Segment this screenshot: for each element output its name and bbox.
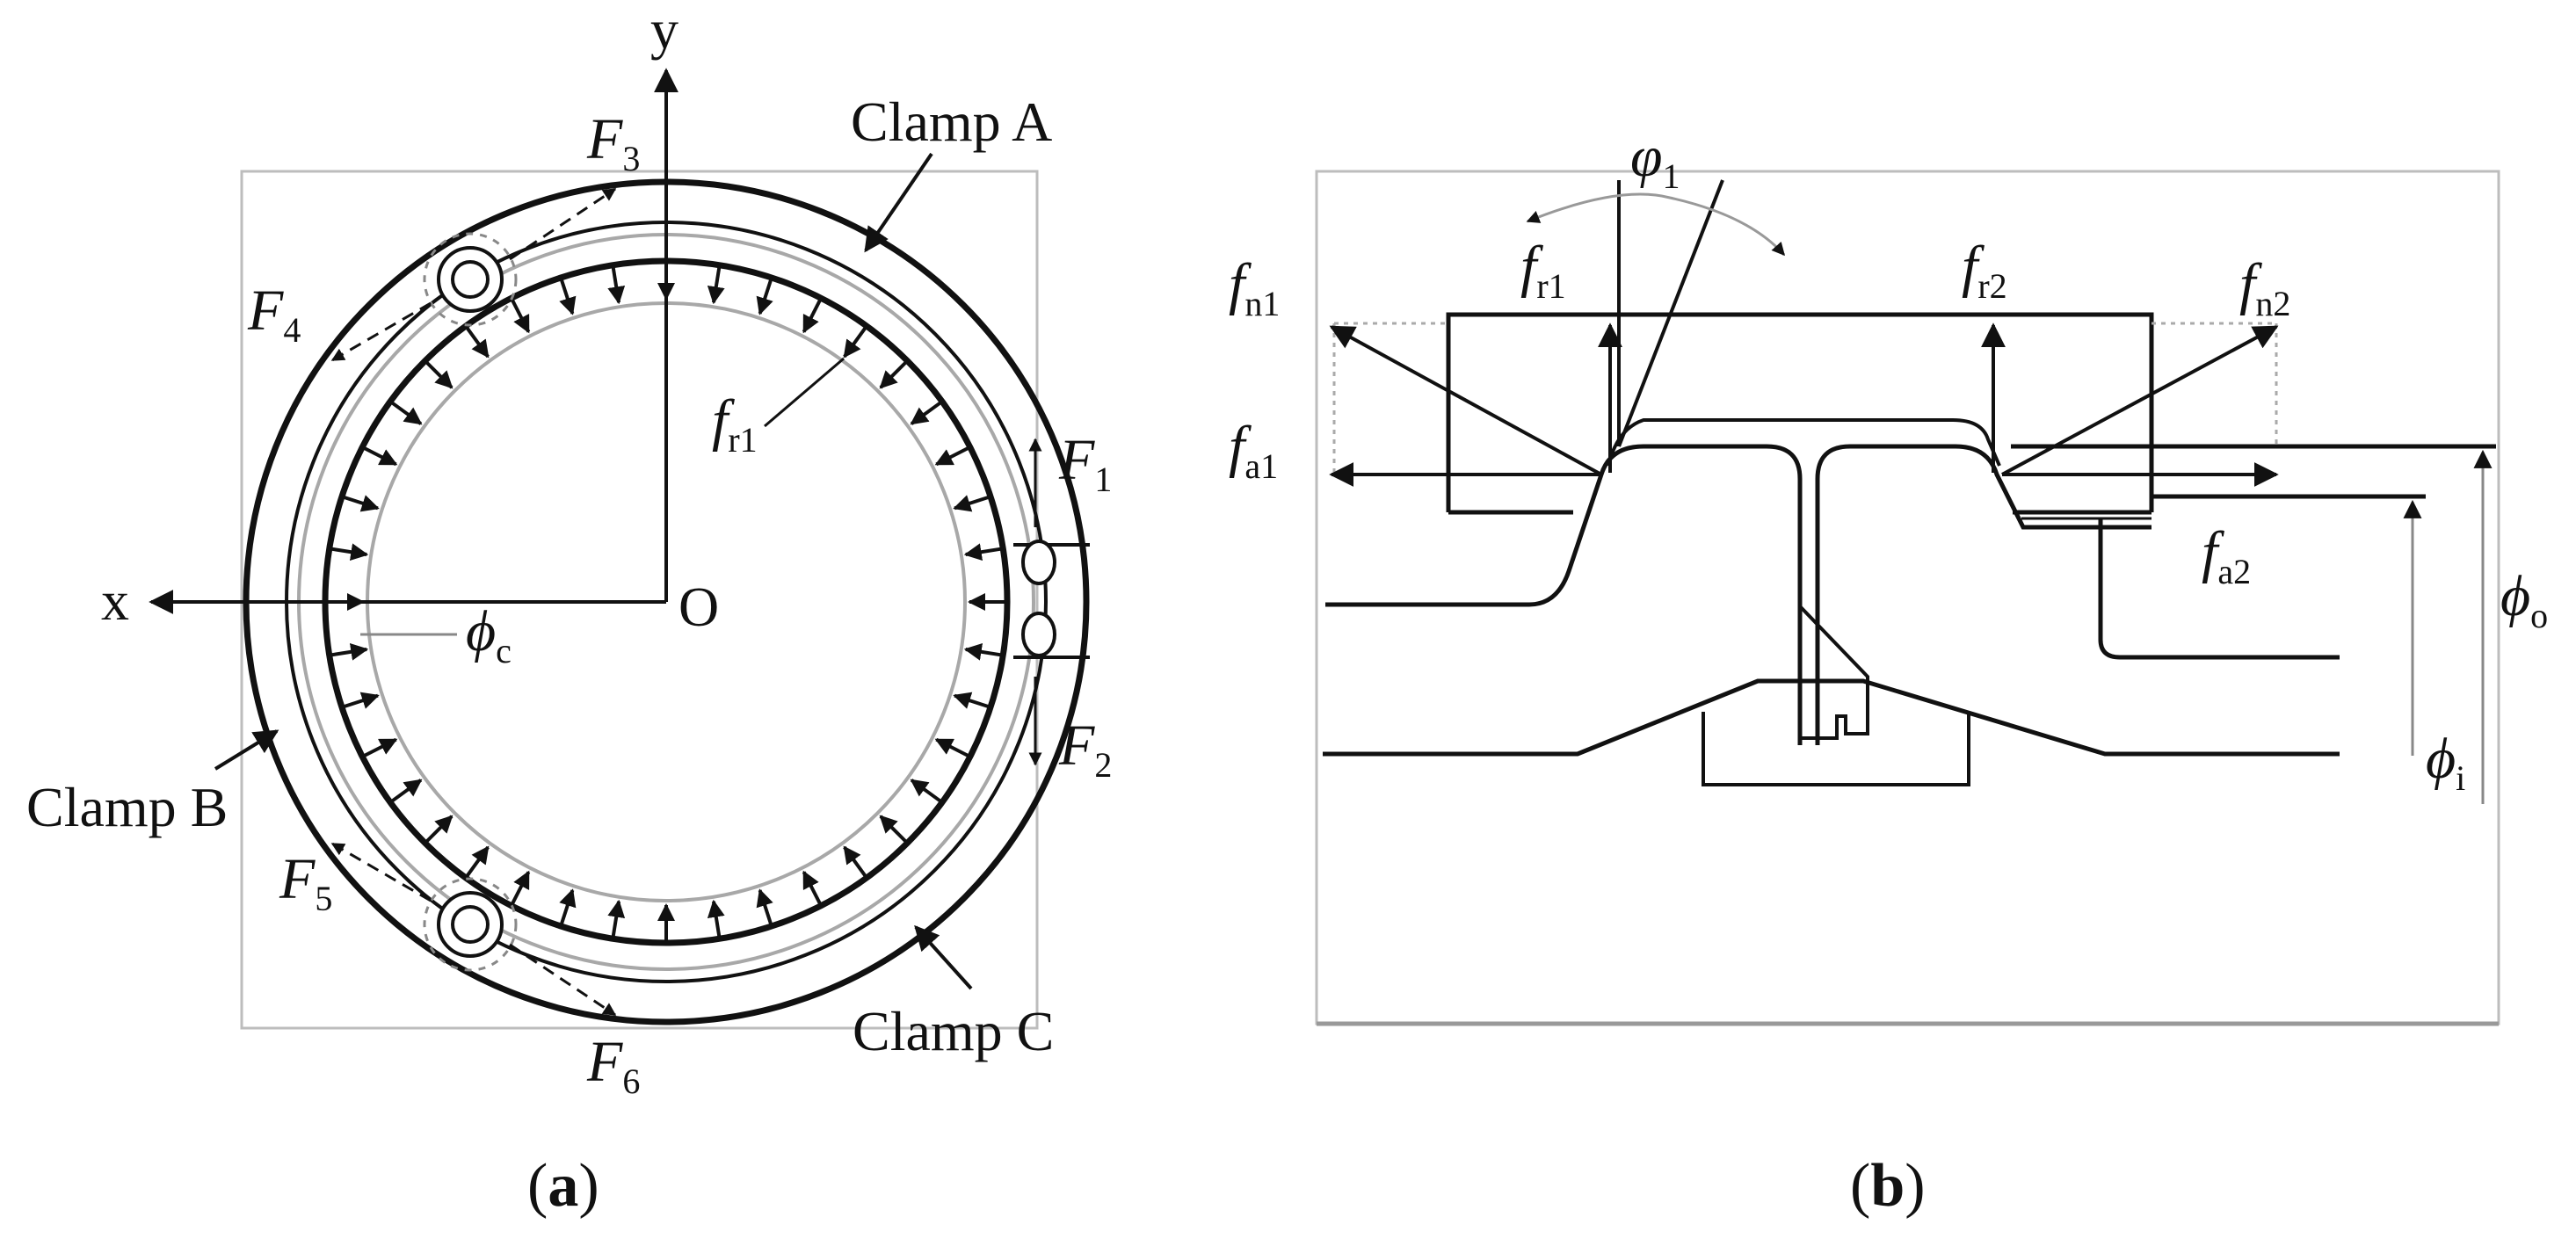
radial-load-arrow xyxy=(464,845,490,880)
radial-load-leader xyxy=(764,357,845,428)
radial-load-arrow xyxy=(963,543,1004,562)
force-f1-label: F1 xyxy=(1058,428,1112,499)
radial-load-arrow xyxy=(707,264,725,305)
clamp-body xyxy=(1446,312,2154,512)
clamp-side-dotted xyxy=(1332,323,2278,475)
diameter-label: ϕc xyxy=(466,599,512,670)
panel-b-frame xyxy=(1315,170,2500,1025)
radial-load-arrow xyxy=(843,845,868,880)
bolt-joint-top xyxy=(423,232,518,327)
radial-load-label: fr1 xyxy=(712,388,758,460)
force-f6-arrow xyxy=(509,943,617,1017)
radial-load-arrow xyxy=(341,495,380,512)
seal-ring xyxy=(1798,602,1869,740)
seal-insert xyxy=(1702,712,1970,786)
flange-right-lower xyxy=(2098,518,2340,660)
radial-load-arrow xyxy=(361,737,398,758)
force-f5-label: F5 xyxy=(279,847,332,918)
force-f3-label: F3 xyxy=(586,107,640,178)
flange-left-face xyxy=(1607,418,2001,467)
force-f4-label: F4 xyxy=(247,279,301,350)
radial-load-arrow xyxy=(361,446,398,467)
radial-load-arrow xyxy=(707,899,725,939)
panel-a: y x O ϕc fr1 F3 F4 F1 F2 F5 F6 Clamp A C… xyxy=(26,0,1112,1101)
origin-label: O xyxy=(678,576,719,638)
force-fn1-arrow xyxy=(1329,325,1602,476)
clamp-c-leader xyxy=(914,924,973,990)
radial-load-arrow xyxy=(953,692,991,709)
radial-load-arrow xyxy=(388,400,423,425)
radial-load-arrow xyxy=(934,446,971,467)
force-fn1-label: fn1 xyxy=(1229,252,1280,323)
radial-load-arrow xyxy=(934,737,971,758)
radial-load-arrow xyxy=(424,815,454,844)
radial-load-arrow xyxy=(963,642,1004,661)
force-fr2-label: fr2 xyxy=(1962,235,2007,306)
radial-load-arrow xyxy=(607,264,626,305)
x-axis-label: x xyxy=(101,569,129,632)
radial-load-arrow xyxy=(756,888,773,927)
bolt-joint-right xyxy=(1013,540,1090,659)
radial-load-arrow xyxy=(607,899,626,939)
radial-load-arrow xyxy=(424,359,454,389)
force-fa2-label: fa2 xyxy=(2202,520,2251,591)
radial-load-arrow xyxy=(341,692,380,709)
radial-load-arrow xyxy=(953,495,991,512)
radial-load-arrow xyxy=(559,277,577,315)
radial-load-arrow xyxy=(910,400,944,425)
radial-load-arrow xyxy=(756,277,773,315)
force-fa1-label: fa1 xyxy=(1229,415,1278,486)
force-fr1-label: fr1 xyxy=(1520,235,1566,306)
clamp-a-leader xyxy=(864,152,933,253)
caption-b: (b) xyxy=(1850,1152,1926,1220)
radial-load-arrow xyxy=(329,642,369,661)
clamp-a-label: Clamp A xyxy=(851,91,1052,153)
radial-load-arrow xyxy=(910,779,944,804)
clamp-b-label: Clamp B xyxy=(26,776,228,838)
force-f6-label: F6 xyxy=(586,1030,640,1101)
phi-o-label: ϕo xyxy=(2500,564,2548,635)
force-f3-arrow xyxy=(509,187,617,261)
radial-load-arrow xyxy=(464,324,490,359)
angle-label: φ1 xyxy=(1630,125,1680,196)
phi-i-label: ϕi xyxy=(2426,727,2465,798)
radial-load-arrow xyxy=(879,815,909,844)
force-fn2-label: fn2 xyxy=(2239,252,2290,323)
caption-a: (a) xyxy=(527,1152,599,1220)
radial-load-arrow xyxy=(510,870,531,907)
panel-b: ϕo ϕi φ1 fn1 fr1 fa1 fn2 fr2 fa2 xyxy=(1229,125,2548,1026)
radial-load-arrow xyxy=(802,297,823,334)
radial-load-arrow xyxy=(879,359,909,389)
flange-left xyxy=(1325,444,1803,745)
radial-load-arrow xyxy=(559,888,577,927)
force-f2-label: F2 xyxy=(1058,714,1112,785)
force-fn2-arrow xyxy=(2001,325,2279,476)
panel-a-frame xyxy=(240,170,1039,1030)
seal-base xyxy=(1323,678,2340,757)
radial-load-arrow xyxy=(802,870,823,907)
clamp-b-leader xyxy=(214,729,279,771)
clamp-c-label: Clamp C xyxy=(853,1000,1054,1062)
radial-load-arrow xyxy=(843,324,868,359)
radial-load-arrow xyxy=(388,779,423,804)
bolt-joint-bottom xyxy=(423,877,518,972)
radial-load-arrow xyxy=(329,543,369,562)
radial-load-arrow xyxy=(510,297,531,334)
y-axis-label: y xyxy=(650,0,678,61)
angle-arc xyxy=(1526,192,1786,257)
